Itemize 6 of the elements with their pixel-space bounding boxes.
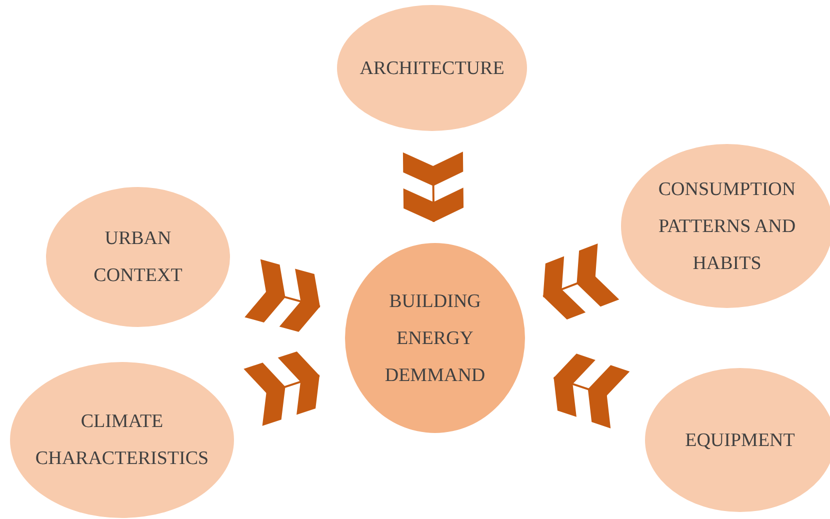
node-label: CONSUMPTION PATTERNS AND HABITS [657,178,797,276]
node-label: ARCHITECTURE [360,56,504,80]
node-label: BUILDING ENERGY DEMMAND [384,290,486,388]
node-label: CLIMATE CHARACTERISTICS [34,410,210,471]
node-label: URBAN CONTEXT [92,227,184,288]
node-label: EQUIPMENT [685,428,795,452]
